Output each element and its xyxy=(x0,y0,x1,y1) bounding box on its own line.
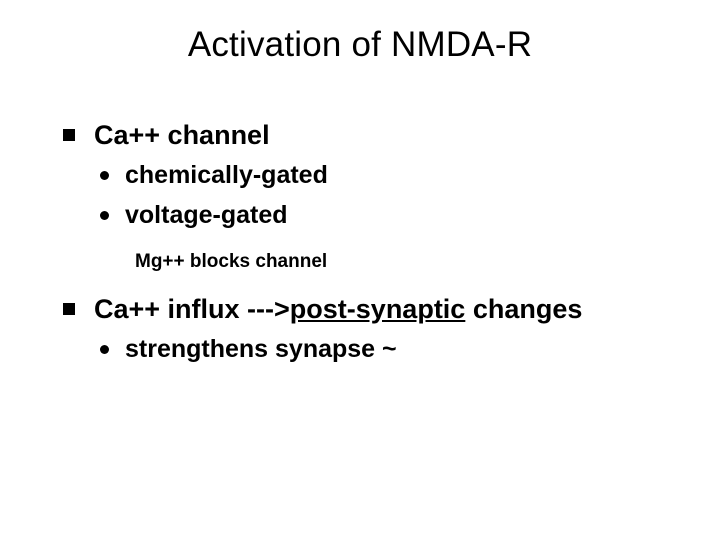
list-item-label: strengthens synapse ~ xyxy=(125,335,397,363)
list-item-label: voltage-gated xyxy=(125,201,288,229)
list-item: strengthens synapse ~ xyxy=(0,329,720,369)
list-item-label: Ca++ channel xyxy=(94,120,270,150)
list-item-label-before: Ca++ influx ---> xyxy=(94,294,290,324)
list-item-label: chemically-gated xyxy=(125,161,328,189)
list-item: chemically-gated xyxy=(0,155,720,195)
list-item-note: Mg++ blocks channel xyxy=(0,243,720,281)
list-item: Ca++ channel xyxy=(0,115,720,155)
spacer xyxy=(0,235,720,243)
spacer xyxy=(0,281,720,289)
square-bullet-icon xyxy=(63,303,75,315)
page-title: Activation of NMDA-R xyxy=(187,25,533,64)
list-item-label-after: changes xyxy=(465,294,583,324)
list-item-label: Mg++ blocks channel xyxy=(135,251,328,272)
square-bullet-icon xyxy=(63,129,75,141)
round-bullet-icon xyxy=(100,171,109,180)
round-bullet-icon xyxy=(100,345,109,354)
list-item: voltage-gated xyxy=(0,195,720,235)
round-bullet-icon xyxy=(100,211,109,220)
bullet-list: Ca++ channel chemically-gated voltage-ga… xyxy=(0,115,720,369)
list-item: Ca++ influx --->post-synaptic changes xyxy=(0,289,720,329)
list-item-label-underlined: post-synaptic xyxy=(289,294,466,324)
